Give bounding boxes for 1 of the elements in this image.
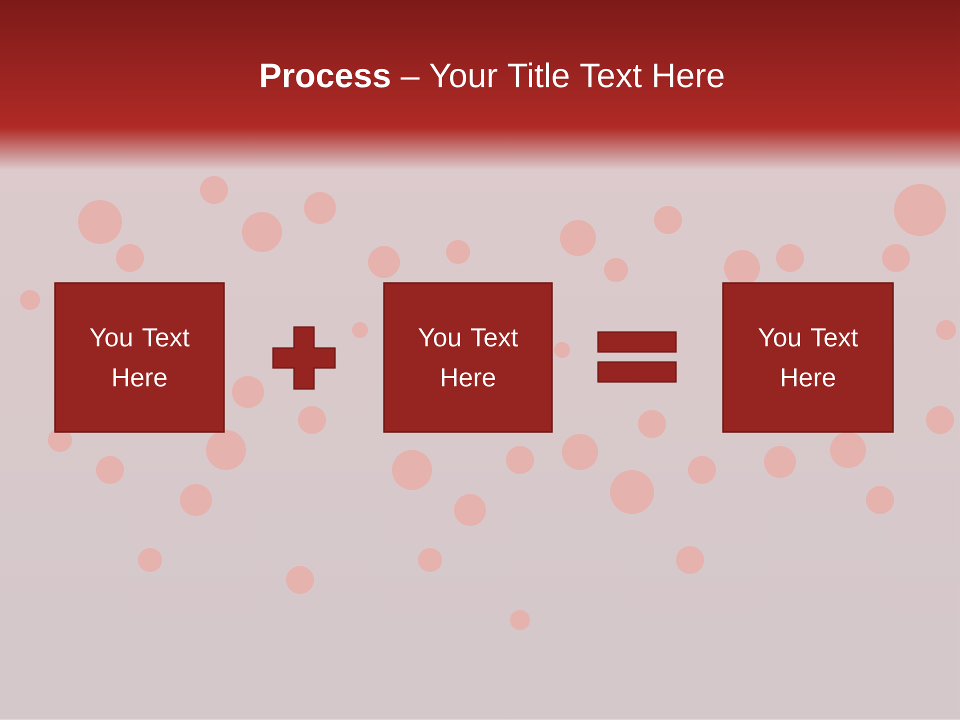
title: Process – Your Title Text Here [261, 62, 724, 88]
